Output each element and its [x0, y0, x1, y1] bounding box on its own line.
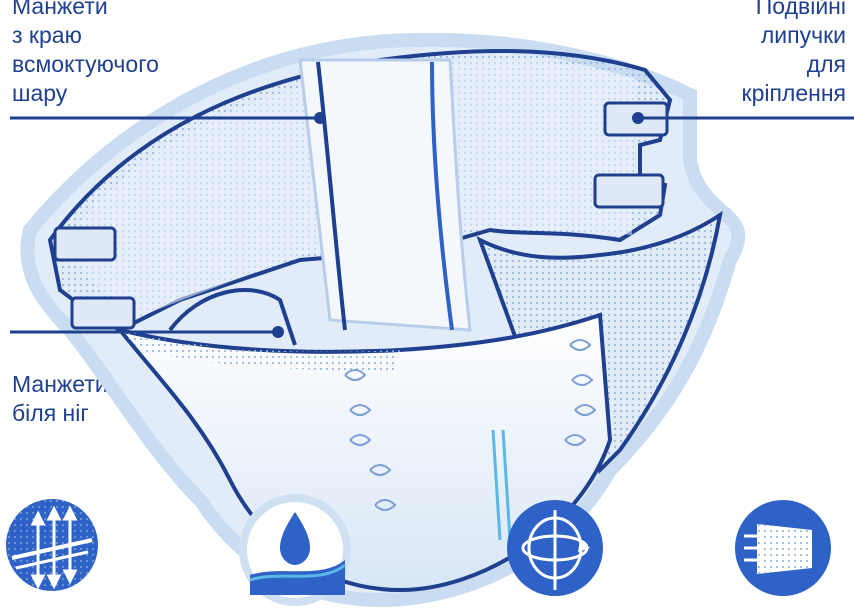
breathable-layer-icon: [6, 499, 98, 591]
leader-top-right-dot: [632, 112, 644, 124]
left-tab-bottom: [72, 298, 134, 328]
absorbent-channel: [300, 60, 470, 330]
left-tab-top: [55, 228, 115, 260]
right-tab-bottom: [595, 175, 663, 207]
elastic-panel-icon: [735, 500, 831, 596]
leader-top-left-dot: [314, 112, 326, 124]
absorption-drop-icon: [243, 498, 347, 602]
rotation-fit-icon: [507, 500, 603, 596]
leader-middle-left-dot: [272, 326, 284, 338]
